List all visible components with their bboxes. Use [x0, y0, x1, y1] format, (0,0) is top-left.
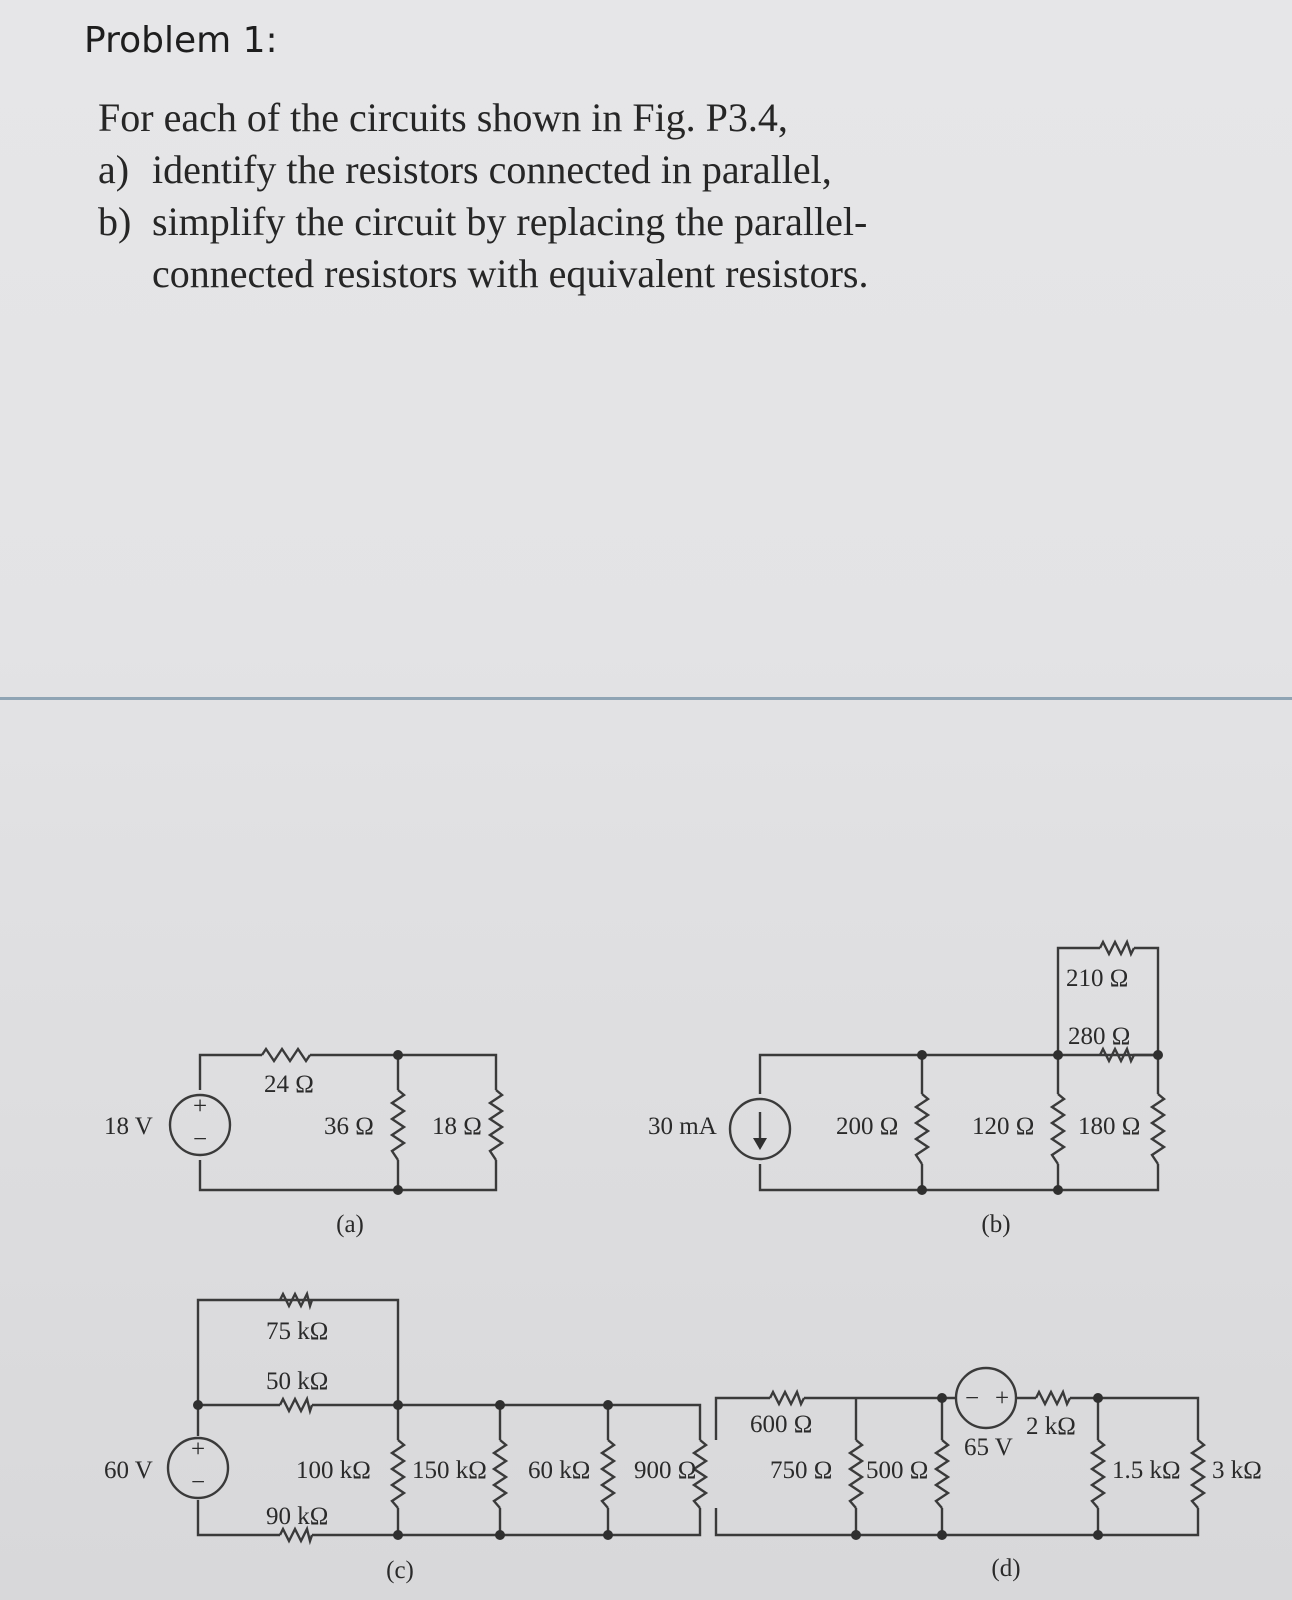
label-18v: 18 V: [104, 1113, 153, 1140]
label-120-ohm: 120 Ω: [972, 1113, 1034, 1140]
node: [495, 1530, 505, 1540]
item-text: identify the resistors connected in para…: [152, 147, 832, 192]
label-60v: 60 V: [104, 1457, 153, 1484]
circuit-a: + − 18 V 24 Ω 36 Ω 18 Ω (a): [104, 1046, 505, 1238]
label-200-ohm: 200 Ω: [836, 1113, 898, 1140]
resistor-280-ohm: [1098, 1045, 1158, 1065]
resistor-3k: [1189, 1439, 1207, 1509]
node: [1153, 1050, 1163, 1060]
figure-p3-4: + − 18 V 24 Ω 36 Ω 18 Ω (a): [104, 938, 1262, 1584]
source-minus: −: [965, 1385, 979, 1412]
problem-statement: For each of the circuits shown in Fig. P…: [98, 92, 998, 300]
statement-item-b: b) simplify the circuit by replacing the…: [98, 196, 998, 300]
node: [193, 1400, 203, 1410]
node: [937, 1393, 947, 1403]
label-36-ohm: 36 Ω: [324, 1113, 374, 1140]
resistor-200-ohm: [913, 1093, 931, 1165]
resistor-210-ohm: [1098, 938, 1136, 958]
resistor-75k: [278, 1290, 314, 1311]
label-180-ohm: 180 Ω: [1078, 1113, 1140, 1140]
resistor-60k: [599, 1439, 617, 1509]
resistor-36-ohm: [389, 1089, 407, 1161]
source-plus: +: [191, 1436, 205, 1463]
node: [917, 1185, 927, 1195]
caption-c: (c): [386, 1557, 414, 1584]
label-150k: 150 kΩ: [412, 1457, 487, 1484]
label-30ma: 30 mA: [648, 1113, 717, 1140]
node: [603, 1530, 613, 1540]
source-plus: +: [995, 1385, 1009, 1412]
label-75k: 75 kΩ: [266, 1318, 328, 1345]
problem-heading: Problem 1:: [84, 20, 278, 61]
source-minus: −: [191, 1469, 205, 1496]
node: [917, 1050, 927, 1060]
node: [1093, 1530, 1103, 1540]
resistor-18-ohm: [487, 1089, 505, 1161]
label-50k: 50 kΩ: [266, 1368, 328, 1395]
node: [603, 1400, 613, 1410]
label-280-ohm: 280 Ω: [1068, 1023, 1130, 1050]
statement-item-a: a) identify the resistors connected in p…: [98, 144, 998, 196]
resistor-50k: [278, 1395, 314, 1416]
label-750-ohm: 750 Ω: [770, 1457, 832, 1484]
voltage-source-18v: [168, 1093, 232, 1157]
resistor-1-5k: [1089, 1439, 1107, 1509]
resistor-180-ohm: [1149, 1093, 1167, 1165]
caption-d: (d): [991, 1555, 1020, 1582]
label-900-ohm: 900 Ω: [634, 1457, 696, 1484]
label-500-ohm: 500 Ω: [866, 1457, 928, 1484]
node: [393, 1050, 403, 1060]
label-60k: 60 kΩ: [528, 1457, 590, 1484]
voltage-source-65v: [954, 1366, 1018, 1430]
wire: [758, 946, 1160, 1192]
label-65v: 65 V: [964, 1434, 1013, 1461]
label-2k: 2 kΩ: [1026, 1413, 1076, 1440]
voltage-source-60v: [166, 1436, 230, 1500]
node: [1093, 1393, 1103, 1403]
source-minus: −: [193, 1126, 207, 1153]
resistor-500-ohm: [933, 1439, 951, 1509]
circuit-b: 30 mA 200 Ω 120 Ω 180 Ω 210 Ω 280 Ω (b): [648, 938, 1167, 1238]
node: [937, 1530, 947, 1540]
resistor-150k: [491, 1439, 509, 1509]
resistor-100k: [389, 1439, 407, 1509]
node: [851, 1530, 861, 1540]
resistor-750-ohm: [847, 1439, 865, 1509]
statement-intro: For each of the circuits shown in Fig. P…: [98, 95, 788, 140]
node: [393, 1185, 403, 1195]
caption-b: (b): [981, 1211, 1010, 1238]
divider: [0, 697, 1292, 700]
node: [1053, 1050, 1063, 1060]
label-3k: 3 kΩ: [1212, 1457, 1262, 1484]
item-tag: b): [98, 199, 132, 244]
node: [393, 1400, 403, 1410]
label-18-ohm: 18 Ω: [432, 1113, 482, 1140]
circuit-d: − + 600 Ω 750 Ω 500 Ω 65 V 2 kΩ 1.5 kΩ 3…: [714, 1366, 1262, 1582]
label-1-5k: 1.5 kΩ: [1112, 1457, 1181, 1484]
label-600-ohm: 600 Ω: [750, 1411, 812, 1438]
label-210-ohm: 210 Ω: [1066, 965, 1128, 992]
label-90k: 90 kΩ: [266, 1503, 328, 1530]
label-24-ohm: 24 Ω: [264, 1071, 314, 1098]
resistor-120-ohm: [1049, 1093, 1067, 1165]
current-source-30ma: [728, 1097, 792, 1161]
circuit-c: + − 60 V 75 kΩ 50 kΩ 90 kΩ 100 kΩ 150 kΩ…: [104, 1290, 709, 1584]
wire: [198, 1053, 498, 1192]
item-text: simplify the circuit by replacing the pa…: [152, 199, 869, 296]
caption-a: (a): [336, 1211, 364, 1238]
resistor-600-ohm: [768, 1388, 806, 1408]
arrow-head: [753, 1138, 767, 1150]
source-plus: +: [193, 1093, 207, 1120]
resistor-2k: [1034, 1388, 1072, 1408]
resistor-90k: [278, 1525, 314, 1546]
resistor-900-ohm: [691, 1439, 709, 1509]
resistor-24-ohm: [261, 1046, 311, 1064]
label-100k: 100 kΩ: [296, 1457, 371, 1484]
node: [1053, 1185, 1063, 1195]
item-tag: a): [98, 147, 130, 192]
node: [393, 1530, 403, 1540]
node: [495, 1400, 505, 1410]
